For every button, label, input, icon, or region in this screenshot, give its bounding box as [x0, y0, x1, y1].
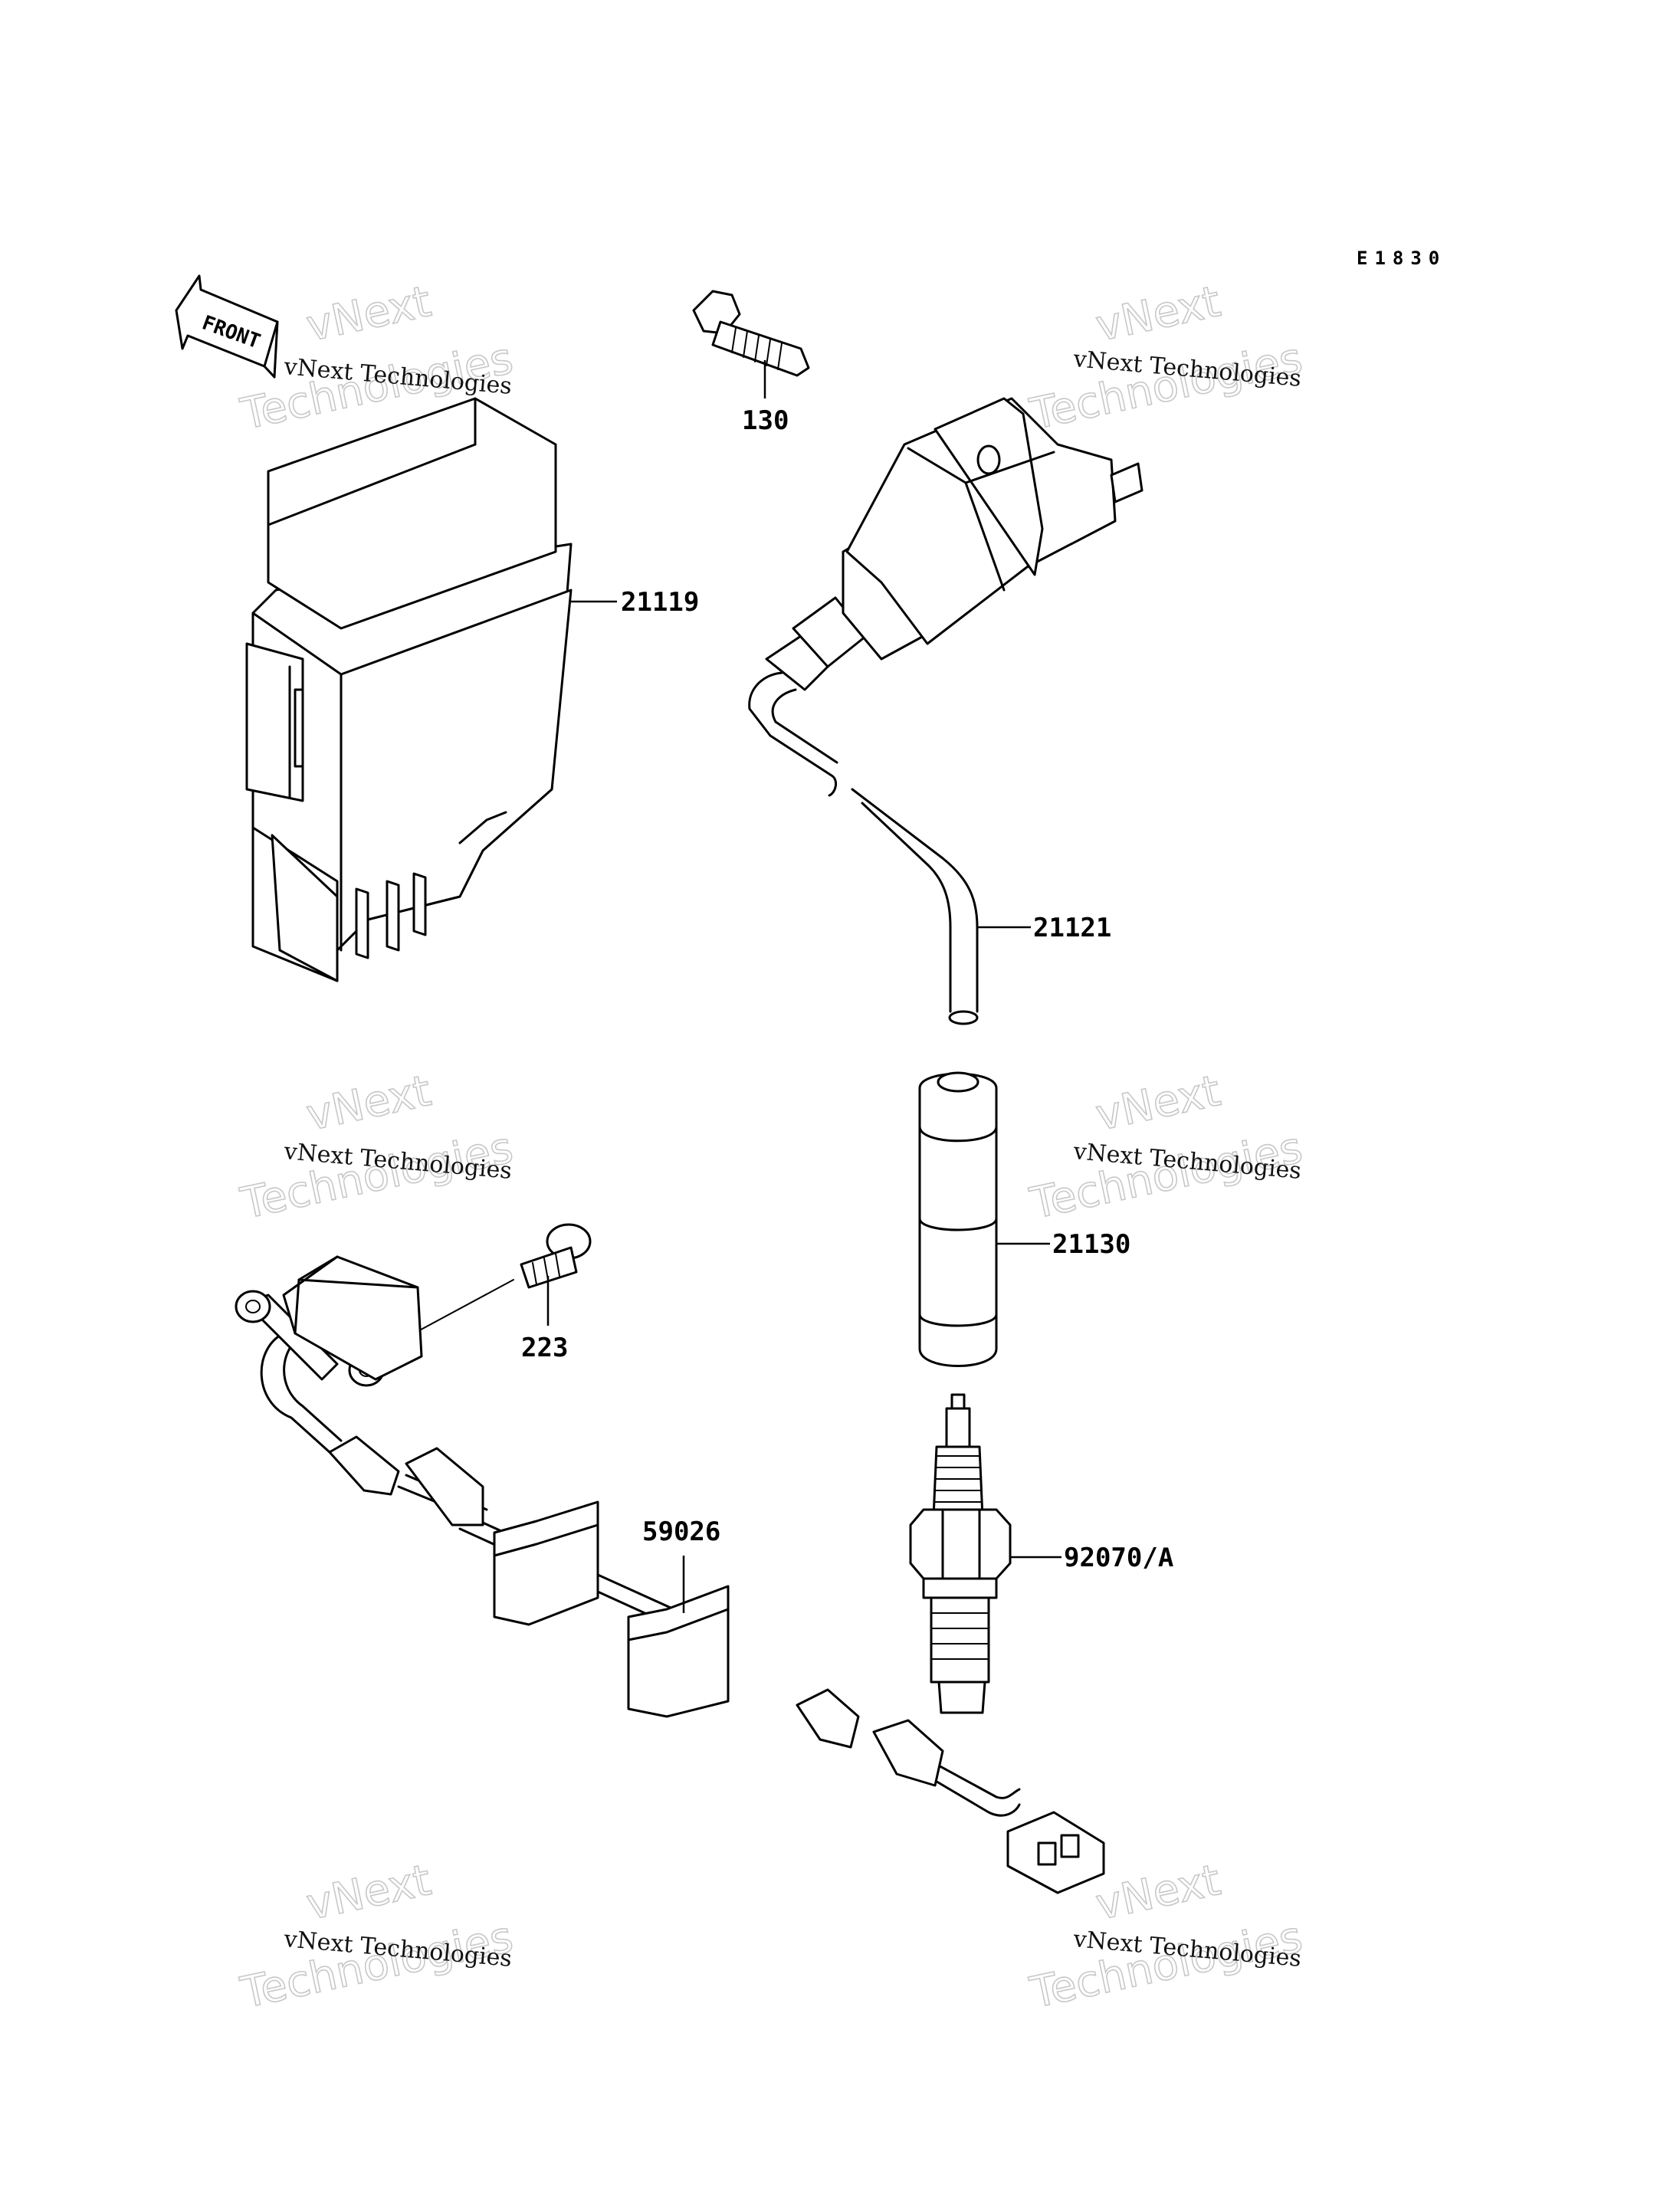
svg-text:vNext: vNext	[1091, 1066, 1225, 1141]
svg-text:vNext: vNext	[1091, 1855, 1225, 1930]
bolt-130: 130	[692, 290, 810, 436]
front-arrow-icon: FRONT	[175, 274, 279, 379]
svg-text:vNext: vNext	[1091, 277, 1225, 352]
svg-text:vNext: vNext	[302, 1066, 435, 1141]
diagram-code: E1830	[1357, 248, 1446, 269]
watermark-mid-left: vNext Technologies vNext Technologies	[236, 1065, 518, 1229]
part-label-21130: 21130	[1052, 1229, 1130, 1260]
part-label-21121: 21121	[1033, 913, 1111, 943]
watermark-bottom-left: vNext Technologies vNext Technologies	[236, 1854, 518, 2018]
spark-plug-92070A: 92070/A	[909, 1393, 1173, 1714]
watermark-top-right: vNext Technologies vNext Technologies	[1025, 276, 1308, 440]
ignition-coil-21121: 21121	[748, 397, 1144, 1025]
spark-plug-cap-21130: 21130	[918, 1071, 1130, 1367]
svg-text:vNext: vNext	[302, 1855, 435, 1930]
part-label-130: 130	[742, 405, 789, 436]
part-label-92070A: 92070/A	[1064, 1543, 1173, 1573]
part-label-223: 223	[521, 1333, 568, 1363]
pickup-coil-harness-59026: 59026	[235, 1255, 1105, 1894]
watermark-mid-right: vNext Technologies vNext Technologies	[1025, 1065, 1308, 1229]
screw-223: 223	[413, 1223, 592, 1363]
part-label-21119: 21119	[621, 587, 699, 618]
part-label-59026: 59026	[642, 1517, 720, 1547]
cdi-unit-21119: 21119	[245, 397, 699, 982]
svg-text:vNext: vNext	[302, 277, 435, 352]
